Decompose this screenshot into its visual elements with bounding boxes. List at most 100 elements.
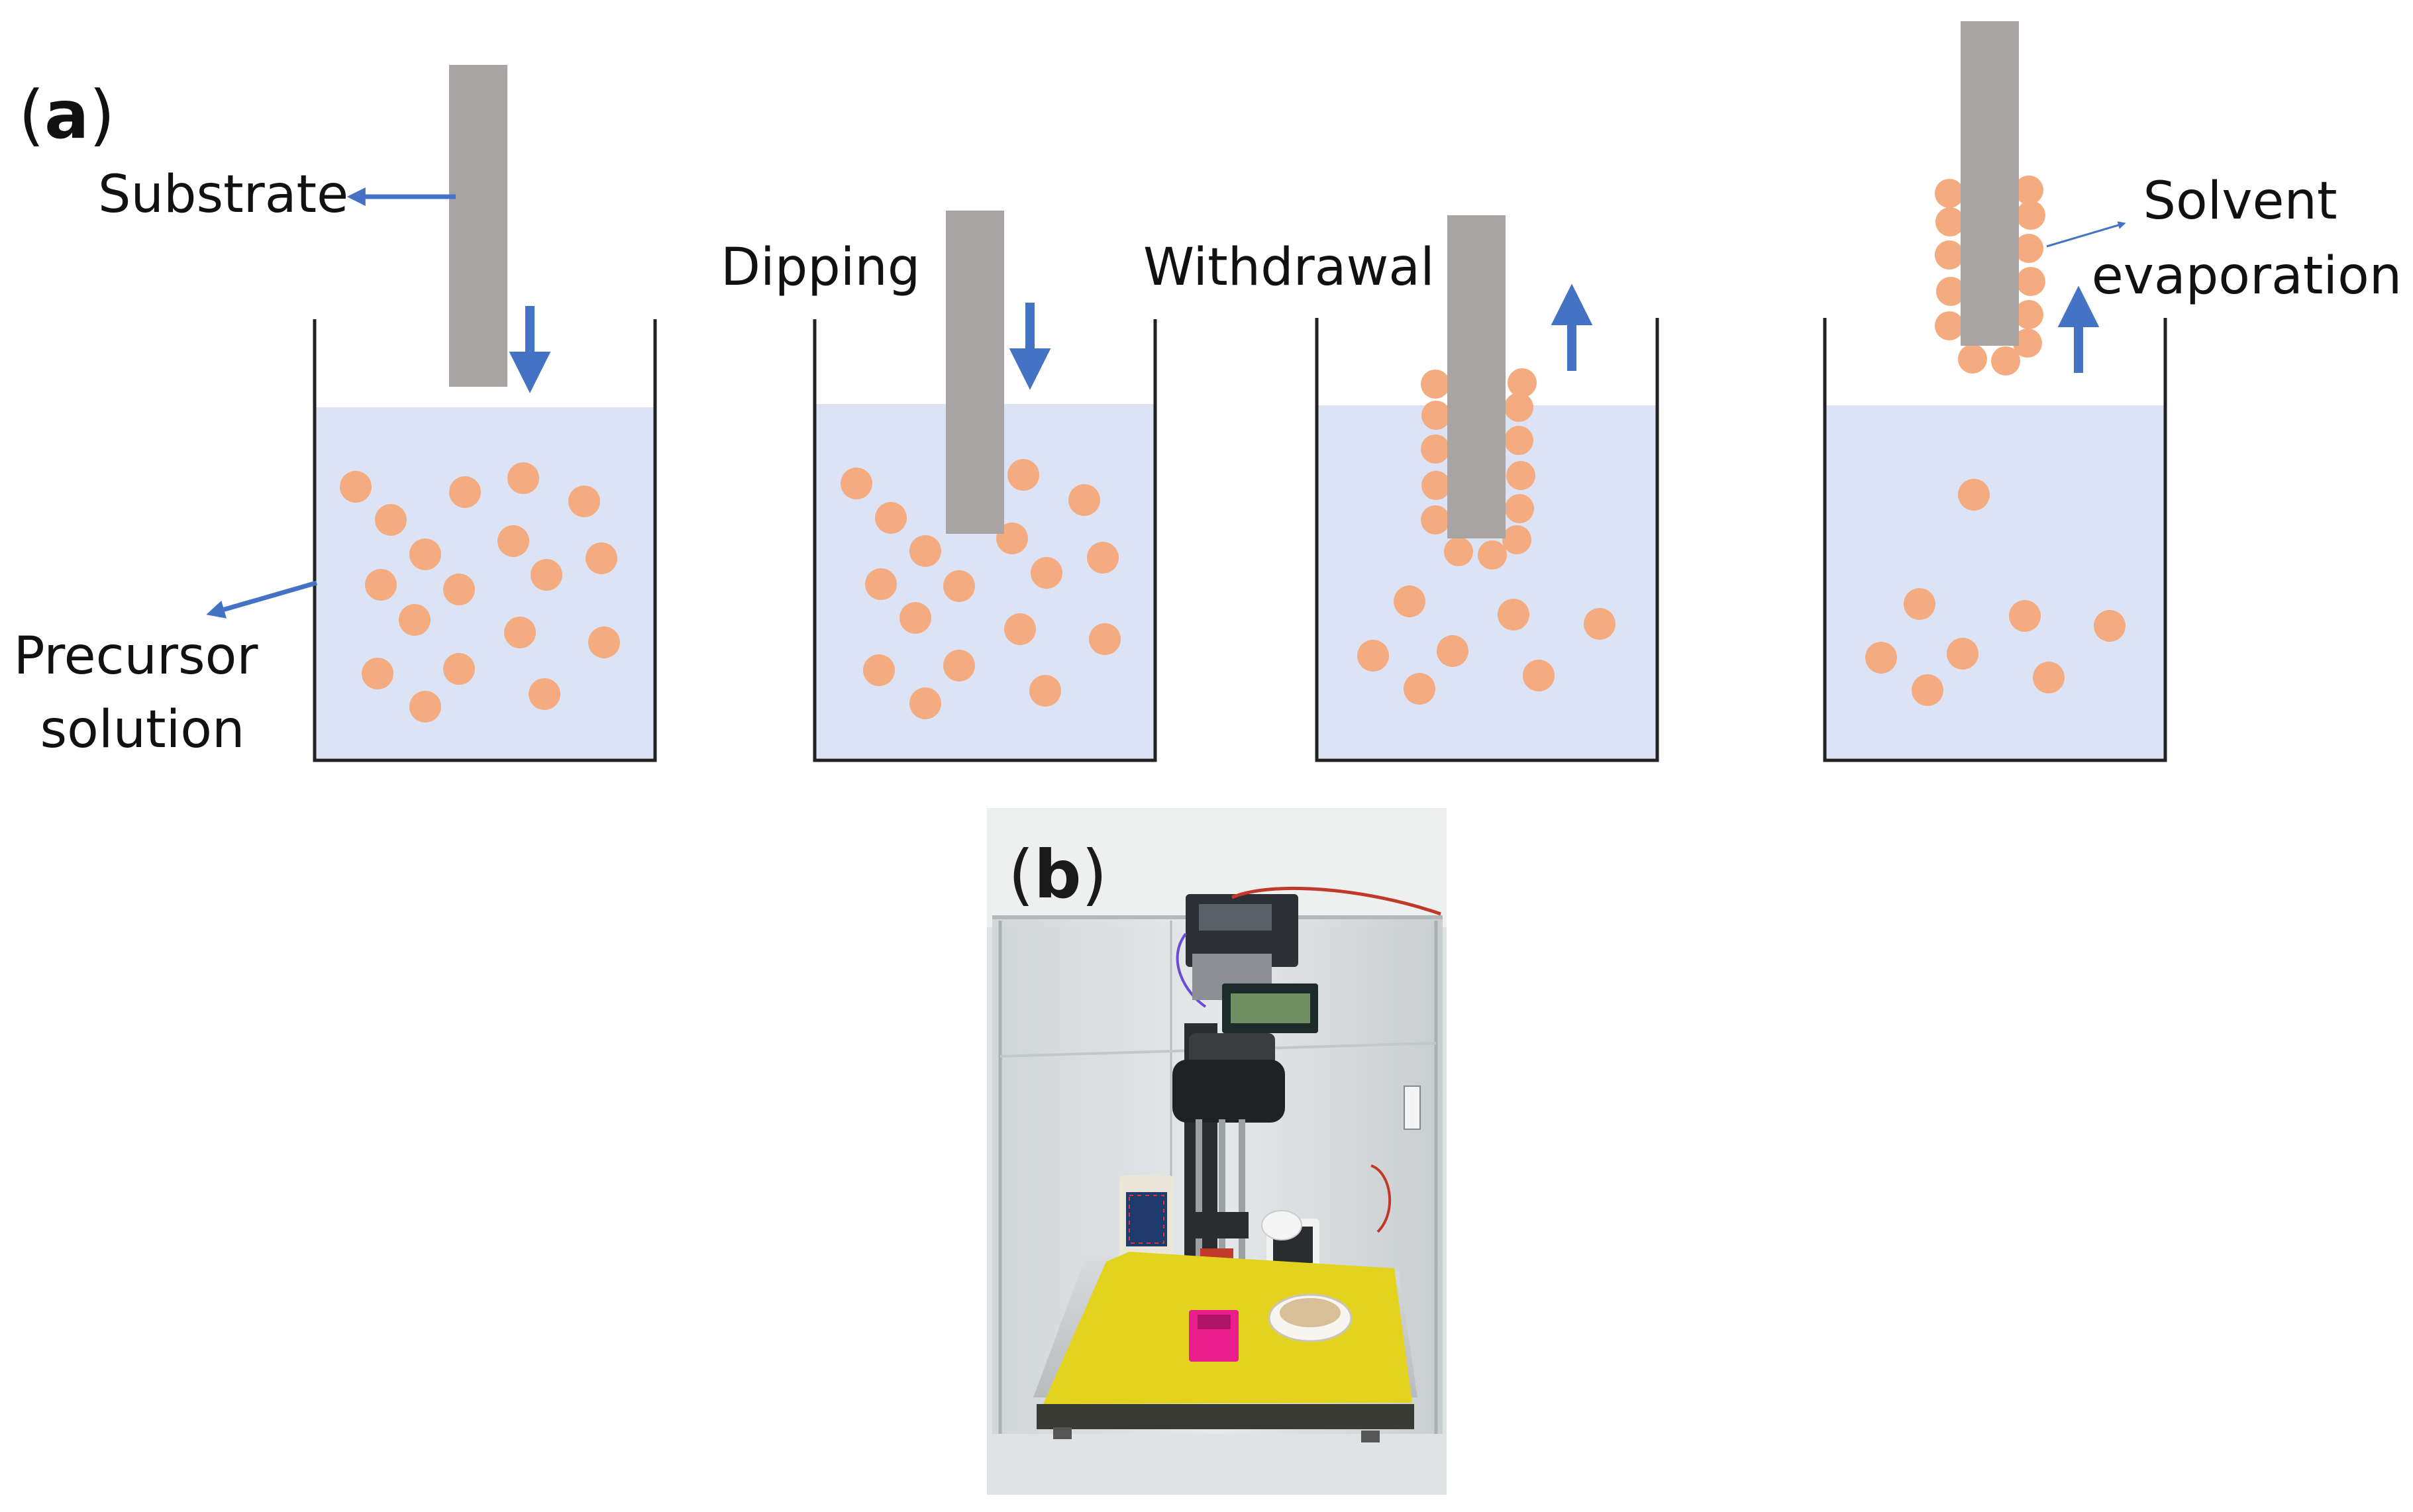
particle [1087, 542, 1119, 574]
particle [1357, 640, 1389, 672]
particle [1421, 370, 1450, 399]
particle [943, 650, 975, 681]
particle [1504, 426, 1533, 455]
panel-a: (a) [14, 21, 2402, 762]
particle [2094, 610, 2126, 642]
particle [443, 653, 475, 685]
particle [1437, 635, 1468, 667]
particle [531, 559, 562, 591]
beaker-outline-1 [313, 319, 657, 762]
particle [1421, 505, 1450, 534]
particles-1 [340, 462, 620, 723]
particle [586, 542, 617, 574]
particle [1031, 557, 1062, 589]
dip-coater-photo [987, 808, 1447, 1495]
particle [1504, 393, 1533, 422]
precursor-pointer-arrow-icon [206, 580, 317, 619]
up-arrow-icon [1551, 283, 1593, 371]
beaker-2: Dipping [721, 211, 1157, 762]
particle [1584, 608, 1616, 640]
particle [1421, 471, 1451, 500]
beaker-outline-4 [1823, 318, 2167, 762]
particle [1029, 675, 1061, 707]
particle [375, 504, 407, 536]
particle [1958, 479, 1990, 511]
particle [340, 471, 372, 503]
particle [943, 570, 975, 602]
solvent-pointer-arrow-icon [2046, 221, 2126, 248]
solvent-label-line1: Solvent [2143, 172, 2337, 231]
particle [568, 485, 600, 517]
panel-a-label: (a) [19, 76, 115, 154]
down-arrow-icon [509, 306, 551, 393]
particle [1935, 207, 1965, 236]
particle [2016, 267, 2045, 296]
particle [1394, 585, 1425, 617]
precursor-label-line1: Precursor [14, 627, 259, 686]
substrate-4 [1961, 21, 2019, 346]
particle [1004, 613, 1036, 645]
particle [507, 462, 539, 494]
particle [1505, 494, 1534, 523]
particle [909, 535, 941, 567]
particle [841, 468, 872, 499]
particle [2014, 176, 2043, 205]
particle [1935, 240, 1964, 270]
particle [1523, 660, 1555, 691]
particle [504, 617, 536, 648]
particle [1936, 277, 1965, 306]
withdrawal-label: Withdrawal [1143, 238, 1435, 297]
dipping-label: Dipping [721, 238, 920, 297]
particle [497, 525, 529, 557]
beaker-4: Solvent evaporation [1823, 21, 2402, 762]
particle [1404, 673, 1435, 705]
coated-particles-4 [1935, 176, 2045, 376]
substrate-3 [1447, 215, 1506, 538]
precursor-label-line2: solution [40, 700, 245, 760]
particle [1508, 368, 1537, 397]
beaker-1: Substrate Precursor solution [14, 65, 657, 762]
substrate-2 [946, 211, 1004, 534]
substrate-label: Substrate [98, 165, 348, 225]
particle [1498, 599, 1529, 630]
particle [875, 502, 907, 534]
particle [1935, 311, 1964, 340]
particle [1089, 623, 1121, 655]
substrate-1 [449, 65, 507, 387]
particle [2016, 201, 2045, 230]
particle [1506, 461, 1535, 490]
particle [1421, 434, 1450, 464]
particle [399, 604, 431, 636]
panel-b-label: (b) [1008, 836, 1107, 913]
particle [409, 538, 441, 570]
motor-carriage [1172, 1060, 1285, 1123]
particle [2033, 662, 2065, 693]
beaker-outline-3 [1315, 318, 1659, 762]
particle [529, 678, 560, 710]
down-arrow-icon [1009, 303, 1051, 390]
particle [1865, 642, 1897, 674]
particle [2013, 328, 2042, 358]
particle [362, 658, 393, 689]
particle [365, 569, 397, 601]
particle [1947, 638, 1978, 670]
up-arrow-icon [2057, 285, 2100, 373]
particle [1444, 537, 1473, 566]
particles-4 [1865, 479, 2126, 706]
particle [899, 602, 931, 634]
beaker-3: Withdrawal [1143, 215, 1659, 762]
particle [1068, 484, 1100, 516]
particles-2 [841, 459, 1121, 719]
particle [1478, 540, 1507, 570]
particle [863, 654, 895, 686]
particle [1912, 674, 1943, 706]
particle [865, 568, 897, 600]
precursor-solution-4 [1825, 405, 2164, 758]
particle [409, 691, 441, 723]
particle [2009, 600, 2041, 632]
particle [1421, 401, 1451, 430]
particle [1502, 525, 1531, 554]
particle [588, 627, 620, 658]
particle [2014, 234, 2043, 263]
